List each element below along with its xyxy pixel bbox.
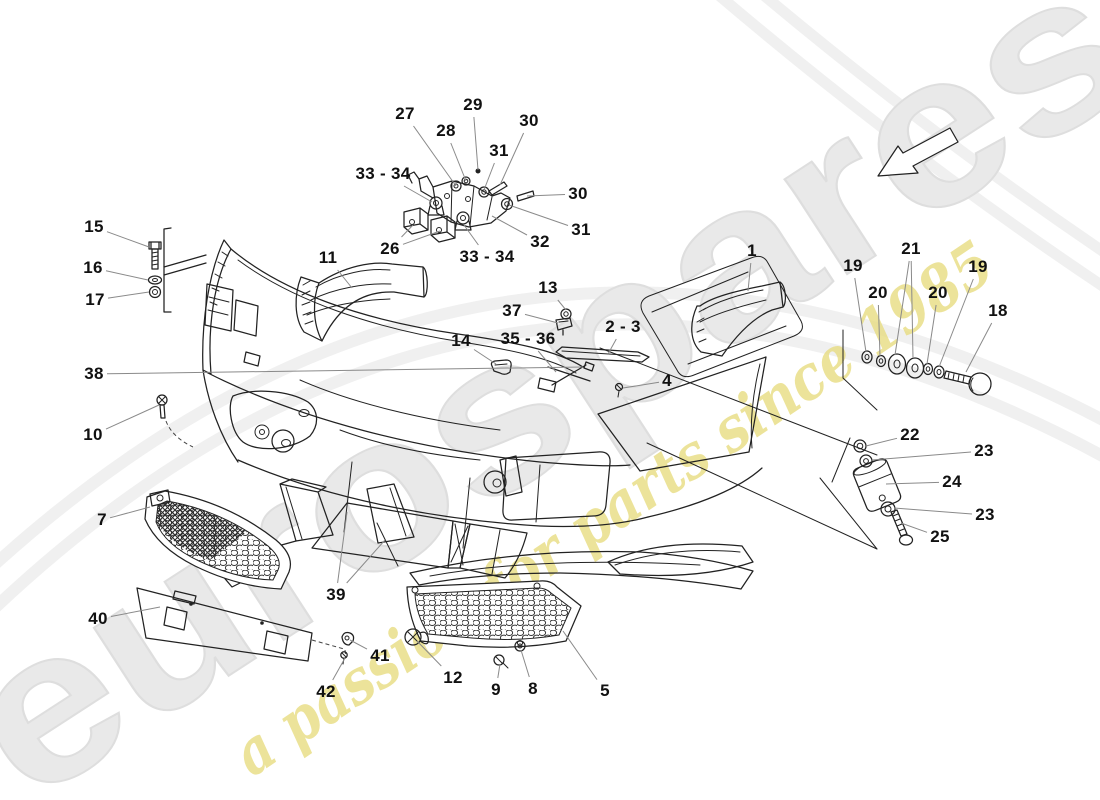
washer-23-top [859,454,873,468]
leader-line [893,507,973,515]
washer-27 [450,180,462,192]
leader-line [105,404,160,430]
leader-line [483,162,495,191]
leader-line [557,299,567,311]
leader-line [332,657,346,681]
leader-line [106,231,150,248]
leader-line [622,381,660,389]
leader-line [926,304,937,365]
clip-12 [404,628,429,646]
air-duct-horn-right [640,255,803,378]
bolt-15-group [147,227,207,313]
screw-9 [493,654,509,669]
leader-line [938,278,974,368]
leader-line [520,649,530,678]
mounting-bracket-assembly [403,168,535,243]
side-wedge-panel [597,356,767,472]
leader-line [349,639,368,650]
leader-line [871,451,972,461]
bolt-18 [943,370,992,396]
leader-line [109,506,151,519]
leader-line [965,322,993,373]
air-duct-horn-left [295,262,428,342]
grille-left [144,489,292,590]
rivet-29 [475,168,481,174]
direction-arrow-icon [877,127,959,177]
leader-line [463,224,479,246]
leader-line [607,338,617,355]
clip-33-34-b [454,211,472,231]
screw-4 [614,382,624,398]
leader-line [416,640,442,667]
washer-16 [147,275,163,285]
clip-41 [341,631,355,646]
leader-line [337,511,348,584]
leader-line [107,291,150,299]
grille-center [406,580,582,648]
leader-line [508,204,569,226]
leader-line [900,522,928,533]
leader-line [497,663,501,679]
leader-line [403,185,433,203]
leader-line [450,142,467,182]
leader-line [401,224,414,238]
leader-line [346,539,386,584]
nut-8 [514,640,526,652]
front-bumper [195,239,763,588]
headlight-recess [229,390,318,453]
leader-line [865,437,898,447]
leader-line [910,260,914,359]
spoiler-assembly [257,478,754,579]
leader-lines [105,116,993,681]
bolt-25 [890,509,914,546]
leader-line [562,630,598,680]
watermark-swoosh [0,0,1100,612]
clamp-block-26-b [430,215,456,243]
leader-line [854,277,867,353]
bushing-group [852,439,914,546]
clip-37 [555,317,573,336]
leader-line [473,116,479,171]
leader-line [337,269,353,289]
leader-line [524,313,559,324]
leader-line [747,262,752,292]
leader-line [413,125,457,187]
nut-22 [853,439,867,453]
clip-33-34-a [427,196,445,216]
washer-31-b [500,197,514,211]
leader-line [885,481,940,485]
leader-line [473,349,497,365]
leader-line [105,270,149,281]
leader-line [110,606,161,617]
nut-17 [148,285,162,299]
trim-strip-2-3 [555,346,650,363]
clip-14 [490,359,512,375]
washer-28 [461,176,471,186]
washer-stack-right [861,350,992,396]
bolt-10 [156,394,194,448]
leader-line [402,230,441,245]
leader-line [894,260,910,356]
x-bracket-35-36 [537,361,595,393]
leader-line [499,132,525,186]
leader-line [537,350,557,373]
washer-23-bottom [880,501,896,517]
rubber-bushing-24 [852,458,902,512]
lower-lip [409,550,754,590]
license-plate-holder [136,587,347,662]
pin-30-a [488,181,508,196]
center-air-opening [483,451,611,521]
leader-line [106,366,584,375]
leader-line [526,194,566,197]
leader-line [491,215,528,236]
leader-line [877,304,881,357]
assembly-guide-lines [599,329,878,550]
